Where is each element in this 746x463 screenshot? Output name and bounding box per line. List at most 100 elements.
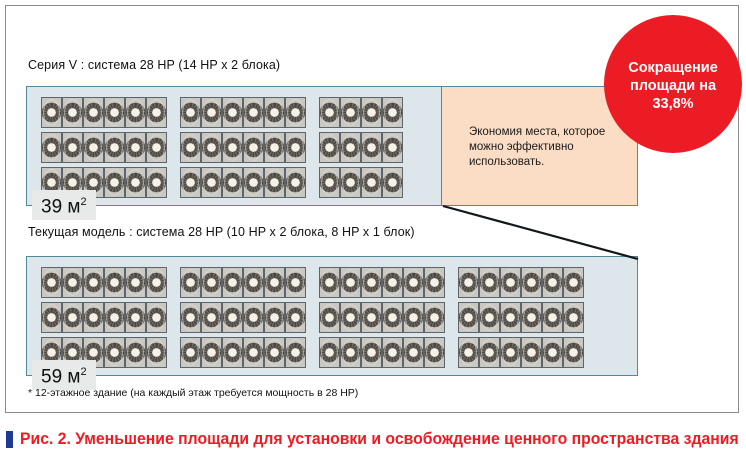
ac-unit-icon [382, 97, 403, 128]
ac-unit-icon [500, 302, 521, 333]
ac-unit-icon [222, 337, 243, 368]
ac-unit-icon [125, 302, 146, 333]
ac-unit-icon [479, 337, 500, 368]
panel-current-model [26, 256, 638, 376]
ac-unit-icon [340, 302, 361, 333]
ac-unit-icon [41, 337, 62, 368]
badge-line-1: Сокращение [628, 60, 718, 76]
ac-unit-icon [222, 97, 243, 128]
ac-unit-icon [382, 167, 403, 198]
ac-unit-icon [458, 302, 479, 333]
ac-unit-icon [83, 97, 104, 128]
ac-unit-icon [285, 302, 306, 333]
ac-unit-icon [222, 302, 243, 333]
unit-group [180, 337, 306, 368]
area-exponent: 2 [80, 196, 87, 208]
ac-unit-icon [361, 167, 382, 198]
ac-unit-icon [340, 337, 361, 368]
ac-unit-icon [340, 167, 361, 198]
ac-unit-icon [104, 267, 125, 298]
panel-title-v-series: Серия V : система 28 HP (14 HP x 2 блока… [28, 58, 281, 72]
ac-unit-icon [146, 337, 167, 368]
ac-unit-icon [403, 267, 424, 298]
ac-unit-icon [563, 302, 584, 333]
ac-unit-icon [125, 167, 146, 198]
ac-unit-icon [264, 132, 285, 163]
unit-group [319, 302, 445, 333]
unit-row [41, 132, 403, 163]
ac-unit-icon [180, 267, 201, 298]
unit-group [180, 302, 306, 333]
unit-group [41, 132, 167, 163]
unit-group [41, 337, 167, 368]
ac-unit-icon [319, 267, 340, 298]
unit-row [41, 337, 584, 368]
unit-group [319, 337, 445, 368]
ac-unit-icon [243, 337, 264, 368]
ac-unit-icon [319, 167, 340, 198]
ac-unit-icon [146, 167, 167, 198]
ac-unit-icon [500, 267, 521, 298]
ac-unit-icon [264, 337, 285, 368]
ac-unit-icon [41, 97, 62, 128]
ac-unit-icon [424, 337, 445, 368]
ac-unit-icon [403, 337, 424, 368]
ac-unit-icon [424, 302, 445, 333]
ac-unit-icon [201, 337, 222, 368]
ac-unit-icon [180, 302, 201, 333]
unit-group [458, 267, 584, 298]
unit-row [41, 302, 584, 333]
unit-row [41, 267, 584, 298]
ac-unit-icon [180, 167, 201, 198]
ac-unit-icon [104, 97, 125, 128]
ac-unit-icon [361, 132, 382, 163]
ac-unit-icon [285, 337, 306, 368]
ac-unit-icon [563, 337, 584, 368]
ac-unit-icon [285, 167, 306, 198]
unit-group [41, 267, 167, 298]
unit-row [41, 167, 403, 198]
ac-unit-icon [243, 302, 264, 333]
ac-unit-icon [285, 267, 306, 298]
ac-unit-icon [62, 267, 83, 298]
ac-unit-icon [542, 267, 563, 298]
ac-unit-icon [340, 267, 361, 298]
ac-unit-icon [180, 97, 201, 128]
ac-unit-icon [180, 132, 201, 163]
area-badge-current-model: 59 м2 [32, 360, 96, 391]
badge-line-3: 33,8% [652, 96, 694, 112]
ac-unit-icon [146, 302, 167, 333]
ac-unit-icon [125, 337, 146, 368]
ac-unit-icon [285, 97, 306, 128]
unit-group [180, 267, 306, 298]
ac-unit-icon [41, 267, 62, 298]
ac-unit-icon [125, 267, 146, 298]
ac-unit-icon [319, 132, 340, 163]
unit-group [319, 267, 445, 298]
ac-unit-icon [458, 267, 479, 298]
ac-unit-icon [83, 302, 104, 333]
ac-unit-icon [458, 337, 479, 368]
ac-unit-icon [243, 267, 264, 298]
unit-group [458, 302, 584, 333]
ac-unit-icon [500, 337, 521, 368]
unit-group [319, 167, 403, 198]
ac-unit-icon [264, 267, 285, 298]
ac-unit-icon [521, 302, 542, 333]
unit-group [319, 132, 403, 163]
ac-unit-icon [382, 302, 403, 333]
ac-unit-icon [104, 302, 125, 333]
ac-unit-icon [340, 97, 361, 128]
footnote-text: * 12-этажное здание (на каждый этаж треб… [28, 387, 359, 399]
area-exponent: 2 [80, 366, 87, 378]
ac-unit-icon [361, 337, 382, 368]
badge-line-2: площади на [629, 78, 717, 94]
badge-text: Сокращение площади на 33,8% [612, 59, 734, 113]
area-value: 59 м [41, 366, 81, 388]
ac-unit-icon [201, 267, 222, 298]
ac-unit-icon [243, 132, 264, 163]
ac-unit-icon [62, 132, 83, 163]
ac-unit-icon [521, 337, 542, 368]
ac-unit-icon [125, 97, 146, 128]
ac-unit-icon [361, 302, 382, 333]
